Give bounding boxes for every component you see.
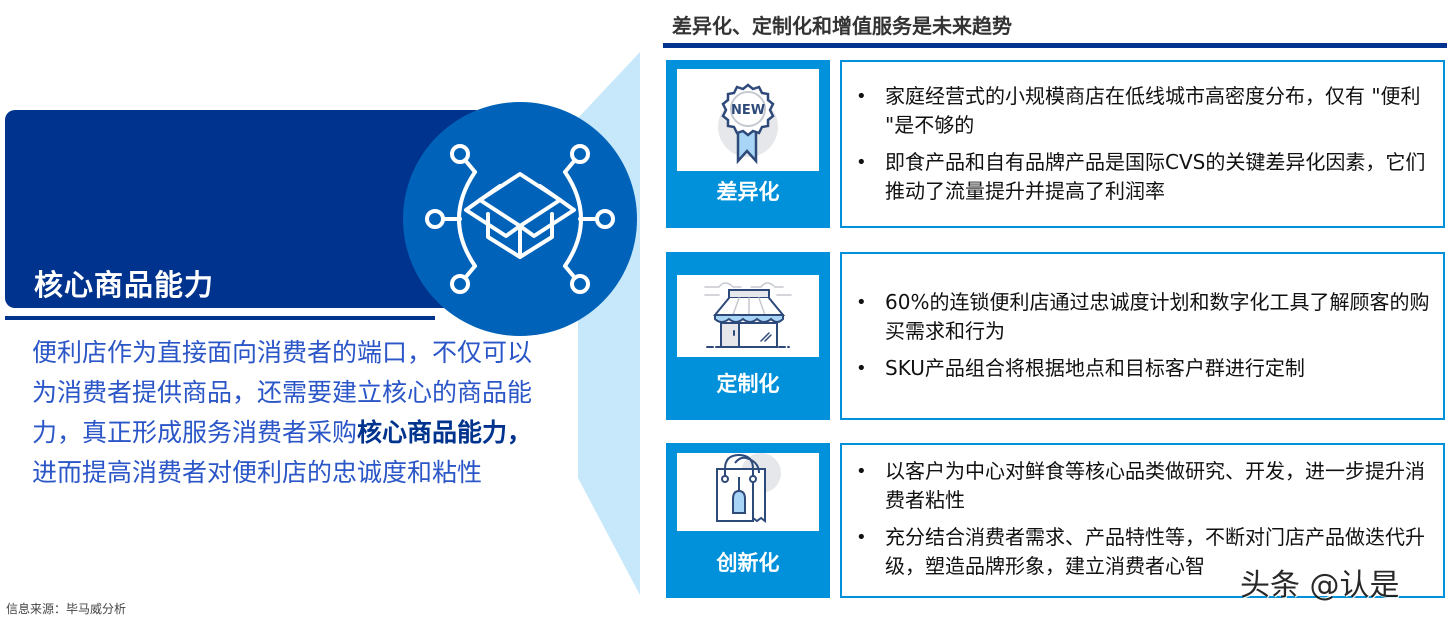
storefront-icon (704, 282, 792, 348)
row-body-customization: 60%的连锁便利店通过忠诚度计划和数字化工具了解顾客的购买需求和行为 SKU产品… (840, 252, 1445, 420)
bullet-item: 充分结合消费者需求、产品特性等，不断对门店产品做迭代升级，塑造品牌形象，建立消费… (850, 523, 1433, 581)
core-capability-description: 便利店作为直接面向消费者的端口，不仅可以为消费者提供商品，还需要建立核心的商品能… (32, 338, 533, 487)
bullet-item: 60%的连锁便利店通过忠诚度计划和数字化工具了解顾客的购买需求和行为 (850, 288, 1433, 346)
source-note: 信息来源：毕马威分析 (6, 602, 127, 616)
tag-label: 差异化 (716, 180, 780, 204)
bullet-list: 以客户为中心对鲜食等核心品类做研究、开发，进一步提升消费者粘性 充分结合消费者需… (850, 457, 1433, 589)
tag-label: 创新化 (716, 551, 780, 575)
core-capability-title: 核心商品能力 (34, 268, 215, 302)
shopping-bag-icon (716, 453, 781, 523)
row-body-differentiation: 家庭经营式的小规模商店在低线城市高密度分布，仅有 "便利 "是不够的 即食产品和… (840, 60, 1445, 228)
core-capability-icon-circle (403, 102, 637, 336)
new-badge-icon: NEW (718, 83, 778, 165)
icon-box (677, 453, 819, 531)
tag-label: 定制化 (716, 372, 780, 396)
title-underline (663, 43, 1447, 48)
icon-box (677, 275, 819, 357)
tag-customization: 定制化 (666, 252, 830, 420)
bullet-list: 家庭经营式的小规模商店在低线城市高密度分布，仅有 "便利 "是不够的 即食产品和… (850, 82, 1433, 214)
bullet-list: 60%的连锁便利店通过忠诚度计划和数字化工具了解顾客的购买需求和行为 SKU产品… (850, 288, 1433, 391)
bullet-item: 以客户为中心对鲜食等核心品类做研究、开发，进一步提升消费者粘性 (850, 457, 1433, 515)
tag-innovation: 创新化 (666, 443, 830, 598)
divider (5, 316, 435, 320)
highlight-text: 核心商品能力， (357, 418, 533, 447)
svg-text:NEW: NEW (731, 103, 765, 118)
watermark: 头条 @认是 (1240, 568, 1400, 603)
icon-box: NEW (677, 69, 819, 171)
bullet-item: 即食产品和自有品牌产品是国际CVS的关键差异化因素，它们推动了流量提升并提高了利… (850, 148, 1433, 206)
box-network-icon (425, 144, 615, 294)
bullet-item: SKU产品组合将根据地点和目标客户群进行定制 (850, 354, 1433, 383)
bullet-item: 家庭经营式的小规模商店在低线城市高密度分布，仅有 "便利 "是不够的 (850, 82, 1433, 140)
tag-differentiation: NEW 差异化 (666, 60, 830, 228)
trend-title: 差异化、定制化和增值服务是未来趋势 (672, 14, 1012, 38)
row-body-innovation: 以客户为中心对鲜食等核心品类做研究、开发，进一步提升消费者粘性 充分结合消费者需… (840, 443, 1445, 598)
